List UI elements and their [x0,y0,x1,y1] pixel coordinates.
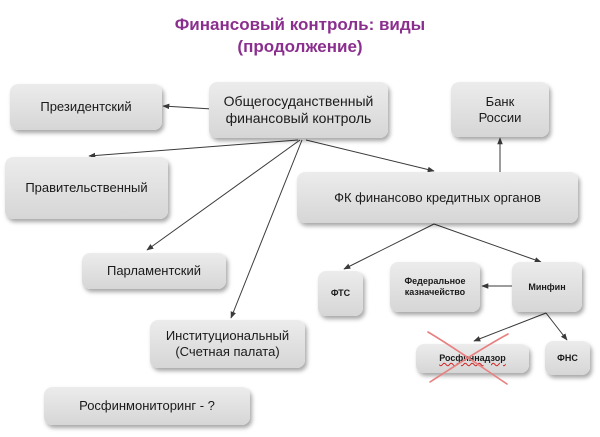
node-institutional: Институциональный (Счетная палата) [150,320,305,368]
title-line-1: Финансовый контроль: виды [174,15,426,34]
arrow-general-to-governmental [88,139,299,159]
node-presidential-label: Президентский [40,99,132,114]
node-governmental-label: Правительственный [25,180,148,195]
arrow-general-to-credit-fc [305,139,435,173]
arrow-general-to-parliamentary [146,139,301,251]
node-federal-treasury-label: Федеральное казначейство [404,276,466,297]
node-bank-of-russia-label: Банк России [478,93,522,125]
node-rosfinmonitoring: Росфинмониторинг - ? [44,387,250,425]
arrow-credit-fc-to-minfin [433,223,542,263]
node-minfin: Минфин [512,262,582,312]
arrow-credit-fc-to-fts [343,223,435,270]
node-general-control-label: Общегосуданственный финансовый контроль [223,93,374,126]
arrow-general-to-presidential [162,103,213,110]
node-general-control: Общегосуданственный финансовый контроль [209,82,388,138]
node-fns-label: ФНС [557,352,578,363]
node-governmental: Правительственный [5,157,168,219]
node-rosfinnadzor-label: Росфиннадзор [439,353,506,363]
title-line-2: (продолжение) [237,37,363,56]
node-fts-label: ФТС [330,288,351,298]
node-fts: ФТС [318,271,363,316]
node-credit-fc-label: ФК финансово кредитных органов [334,189,541,205]
node-minfin-label: Минфин [528,281,566,292]
arrow-minfin-to-rosfinnadzor [473,312,547,342]
node-fns: ФНС [545,341,590,375]
node-parliamentary-label: Парламентский [106,263,202,278]
node-bank-of-russia: Банк России [451,82,549,137]
arrow-minfin-to-fns [545,312,568,341]
node-credit-fc: ФК финансово кредитных органов [297,172,578,223]
node-parliamentary: Парламентский [82,253,226,289]
diagram-title: Финансовый контроль: виды (продолжение) [0,14,600,58]
node-institutional-label: Институциональный (Счетная палата) [165,328,290,359]
node-rosfinnadzor: Росфиннадзор [416,344,529,373]
node-rosfinmonitoring-label: Росфинмониторинг - ? [79,398,215,413]
arrow-general-to-institutional [230,139,303,319]
node-federal-treasury: Федеральное казначейство [390,262,480,312]
node-presidential: Президентский [10,84,162,130]
